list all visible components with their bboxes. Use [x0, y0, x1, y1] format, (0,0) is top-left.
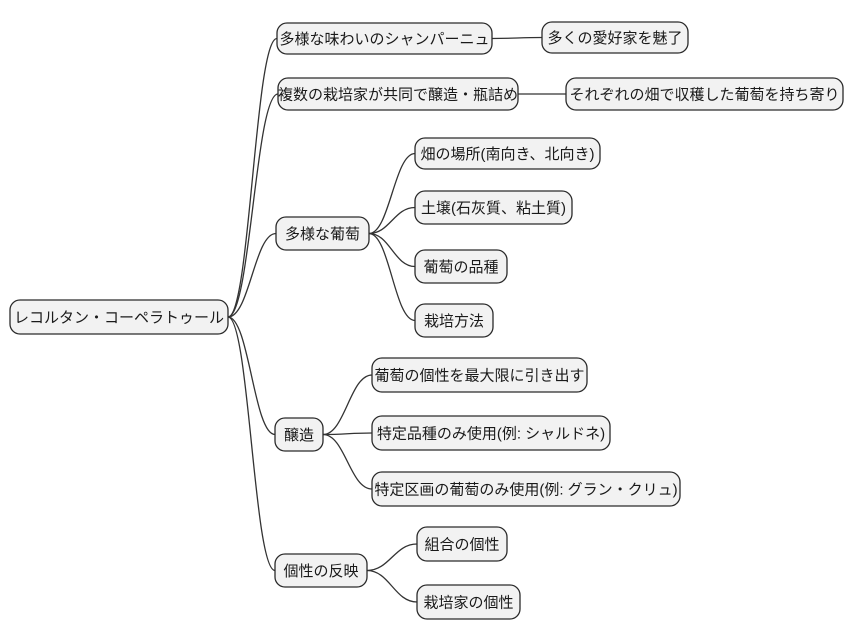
node-box — [274, 553, 368, 588]
node-label: レコルタン・コーペラトゥール — [14, 310, 224, 327]
edge-personality-to-union-pers — [366, 543, 418, 572]
edges-layer — [227, 36, 566, 603]
node-specific-variety: 特定品種のみ使用(例: シャルドネ) — [371, 415, 611, 451]
edge-brewing-to-maximize — [322, 374, 373, 436]
node-personality: 個性の反映 — [274, 553, 368, 588]
node-grape-variety: 葡萄の品種 — [414, 249, 508, 284]
node-field-location: 畑の場所(南向き、北向き) — [414, 137, 601, 170]
edge-champagne-to-fans — [491, 36, 543, 40]
node-box — [277, 77, 519, 111]
node-maximize: 葡萄の個性を最大限に引き出す — [371, 357, 588, 393]
node-box — [9, 299, 229, 335]
node-box — [565, 77, 844, 111]
node-label: 多様な味わいのシャンパーニュ — [279, 31, 489, 48]
node-root: レコルタン・コーペラトゥール — [9, 299, 229, 335]
node-box — [371, 471, 681, 507]
edge-root-to-diverse-grapes — [227, 232, 277, 318]
node-label: 複数の栽培家が共同で醸造・瓶詰め — [278, 87, 518, 104]
node-label: 組合の個性 — [424, 537, 499, 554]
node-label: 葡萄の品種 — [423, 259, 498, 276]
node-union-pers: 組合の個性 — [416, 526, 508, 562]
node-box — [414, 303, 494, 338]
node-label: 葡萄の個性を最大限に引き出す — [374, 368, 584, 385]
node-bring-grapes: それぞれの畑で収穫した葡萄を持ち寄り — [565, 77, 844, 111]
edge-personality-to-grower-pers — [366, 569, 418, 603]
edge-diverse-grapes-to-field-location — [368, 152, 416, 235]
node-label: 栽培方法 — [424, 313, 484, 330]
node-box — [276, 22, 493, 55]
node-label: 醸造 — [284, 427, 314, 444]
edge-brewing-to-specific-plot — [322, 433, 373, 490]
node-specific-plot: 特定区画の葡萄のみ使用(例: グラン・クリュ) — [371, 471, 681, 507]
node-box — [414, 137, 601, 170]
edge-diverse-grapes-to-grape-variety — [368, 232, 416, 268]
node-grower-pers: 栽培家の個性 — [416, 584, 521, 620]
node-box — [274, 417, 324, 452]
node-soil: 土壌(石灰質、粘土質) — [414, 190, 573, 225]
node-box — [371, 415, 611, 451]
edge-brewing-to-specific-variety — [322, 432, 373, 436]
node-box — [414, 249, 508, 284]
edge-root-to-brewing — [227, 316, 276, 436]
node-label: 特定品種のみ使用(例: シャルドネ) — [377, 426, 605, 443]
edge-diverse-grapes-to-soil — [368, 206, 416, 235]
node-label: 個性の反映 — [283, 563, 358, 580]
edge-root-to-personality — [227, 316, 276, 572]
node-label: 多くの愛好家を魅了 — [547, 30, 682, 47]
node-diverse-grapes: 多様な葡萄 — [275, 216, 370, 251]
node-box — [541, 21, 689, 54]
node-label: それぞれの畑で収穫した葡萄を持ち寄り — [569, 86, 839, 104]
node-box — [371, 357, 588, 393]
nodes-layer: レコルタン・コーペラトゥール 多様な味わいのシャンパーニュ 多くの愛好家を魅了複数の… — [9, 21, 844, 620]
edge-root-to-champagne — [227, 37, 278, 318]
node-box — [416, 526, 508, 562]
node-fans: 多くの愛好家を魅了 — [541, 21, 689, 54]
node-label: 特定区画の葡萄のみ使用(例: グラン・クリュ) — [374, 482, 677, 499]
node-box — [275, 216, 370, 251]
node-cultivation: 栽培方法 — [414, 303, 494, 338]
node-brewing: 醸造 — [274, 417, 324, 452]
node-box — [416, 584, 521, 620]
edge-diverse-grapes-to-cultivation — [368, 232, 416, 322]
edge-root-to-growers — [227, 93, 279, 318]
node-champagne: 多様な味わいのシャンパーニュ — [276, 22, 493, 55]
node-label: 多様な葡萄 — [285, 226, 360, 243]
node-growers: 複数の栽培家が共同で醸造・瓶詰め — [277, 77, 519, 111]
node-label: 土壌(石灰質、粘土質) — [421, 199, 566, 217]
node-box — [414, 190, 573, 225]
node-label: 畑の場所(南向き、北向き) — [421, 146, 595, 163]
node-label: 栽培家の個性 — [423, 595, 513, 612]
